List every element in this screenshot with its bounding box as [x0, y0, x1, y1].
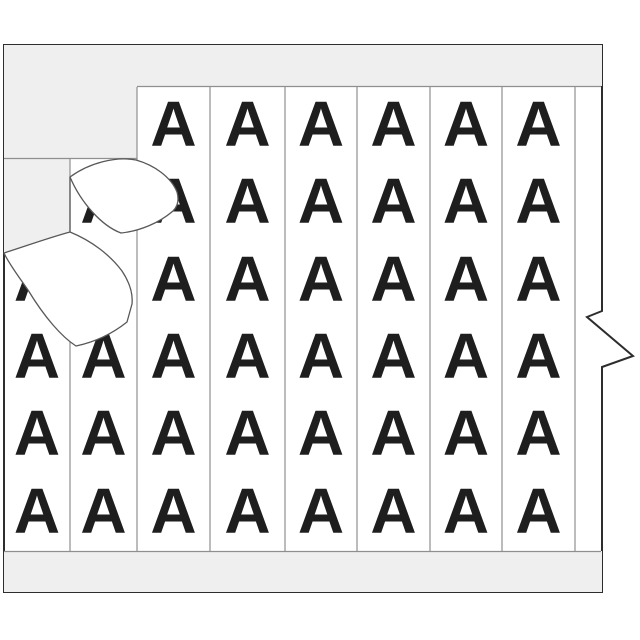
divider-lines [4, 85, 601, 553]
marker-label: A [515, 397, 562, 470]
marker-label: A [150, 397, 197, 470]
marker-label: A [370, 165, 417, 238]
marker-label: A [442, 165, 490, 238]
exposed-backing [4, 85, 137, 253]
marker-label: A [442, 397, 490, 470]
marker-label: A [442, 319, 490, 392]
marker-label: A [224, 319, 271, 392]
marker-label: A [370, 397, 417, 470]
marker-label: A [370, 88, 417, 160]
marker-label: A [370, 242, 417, 315]
marker-label: A [442, 242, 490, 315]
marker-label: A [297, 165, 345, 238]
marker-label: A [80, 397, 127, 470]
marker-label: A [224, 397, 271, 470]
marker-label: A [150, 474, 197, 547]
marker-label: A [13, 319, 61, 392]
marker-label: A [370, 474, 417, 547]
marker-label: A [224, 474, 271, 547]
top-band [4, 45, 602, 86]
peeled-label-flap-lower [3, 231, 133, 347]
marker-label: A [370, 319, 417, 392]
marker-label: A [442, 474, 490, 547]
marker-label: A [297, 242, 345, 315]
marker-label: A [297, 319, 345, 392]
marker-label: A [224, 242, 271, 315]
marker-label: A [515, 474, 562, 547]
marker-label: A [297, 474, 345, 547]
marker-label: A [224, 88, 271, 160]
marker-label: A [297, 397, 345, 470]
marker-label: A [442, 88, 490, 160]
marker-label: A [150, 242, 197, 315]
marker-label: A [515, 242, 562, 315]
marker-label: A [224, 165, 271, 238]
peeled-label-flap-upper [69, 158, 179, 234]
marker-label: A [13, 397, 61, 470]
marker-label: A [150, 88, 197, 160]
marker-label: A [80, 474, 127, 547]
bottom-band [4, 551, 602, 592]
marker-label: A [297, 88, 345, 160]
marker-label: A [150, 319, 197, 392]
marker-label: A [515, 88, 562, 160]
marker-label: A [515, 319, 562, 392]
marker-label: A [13, 474, 61, 547]
marker-label: A [515, 165, 562, 238]
